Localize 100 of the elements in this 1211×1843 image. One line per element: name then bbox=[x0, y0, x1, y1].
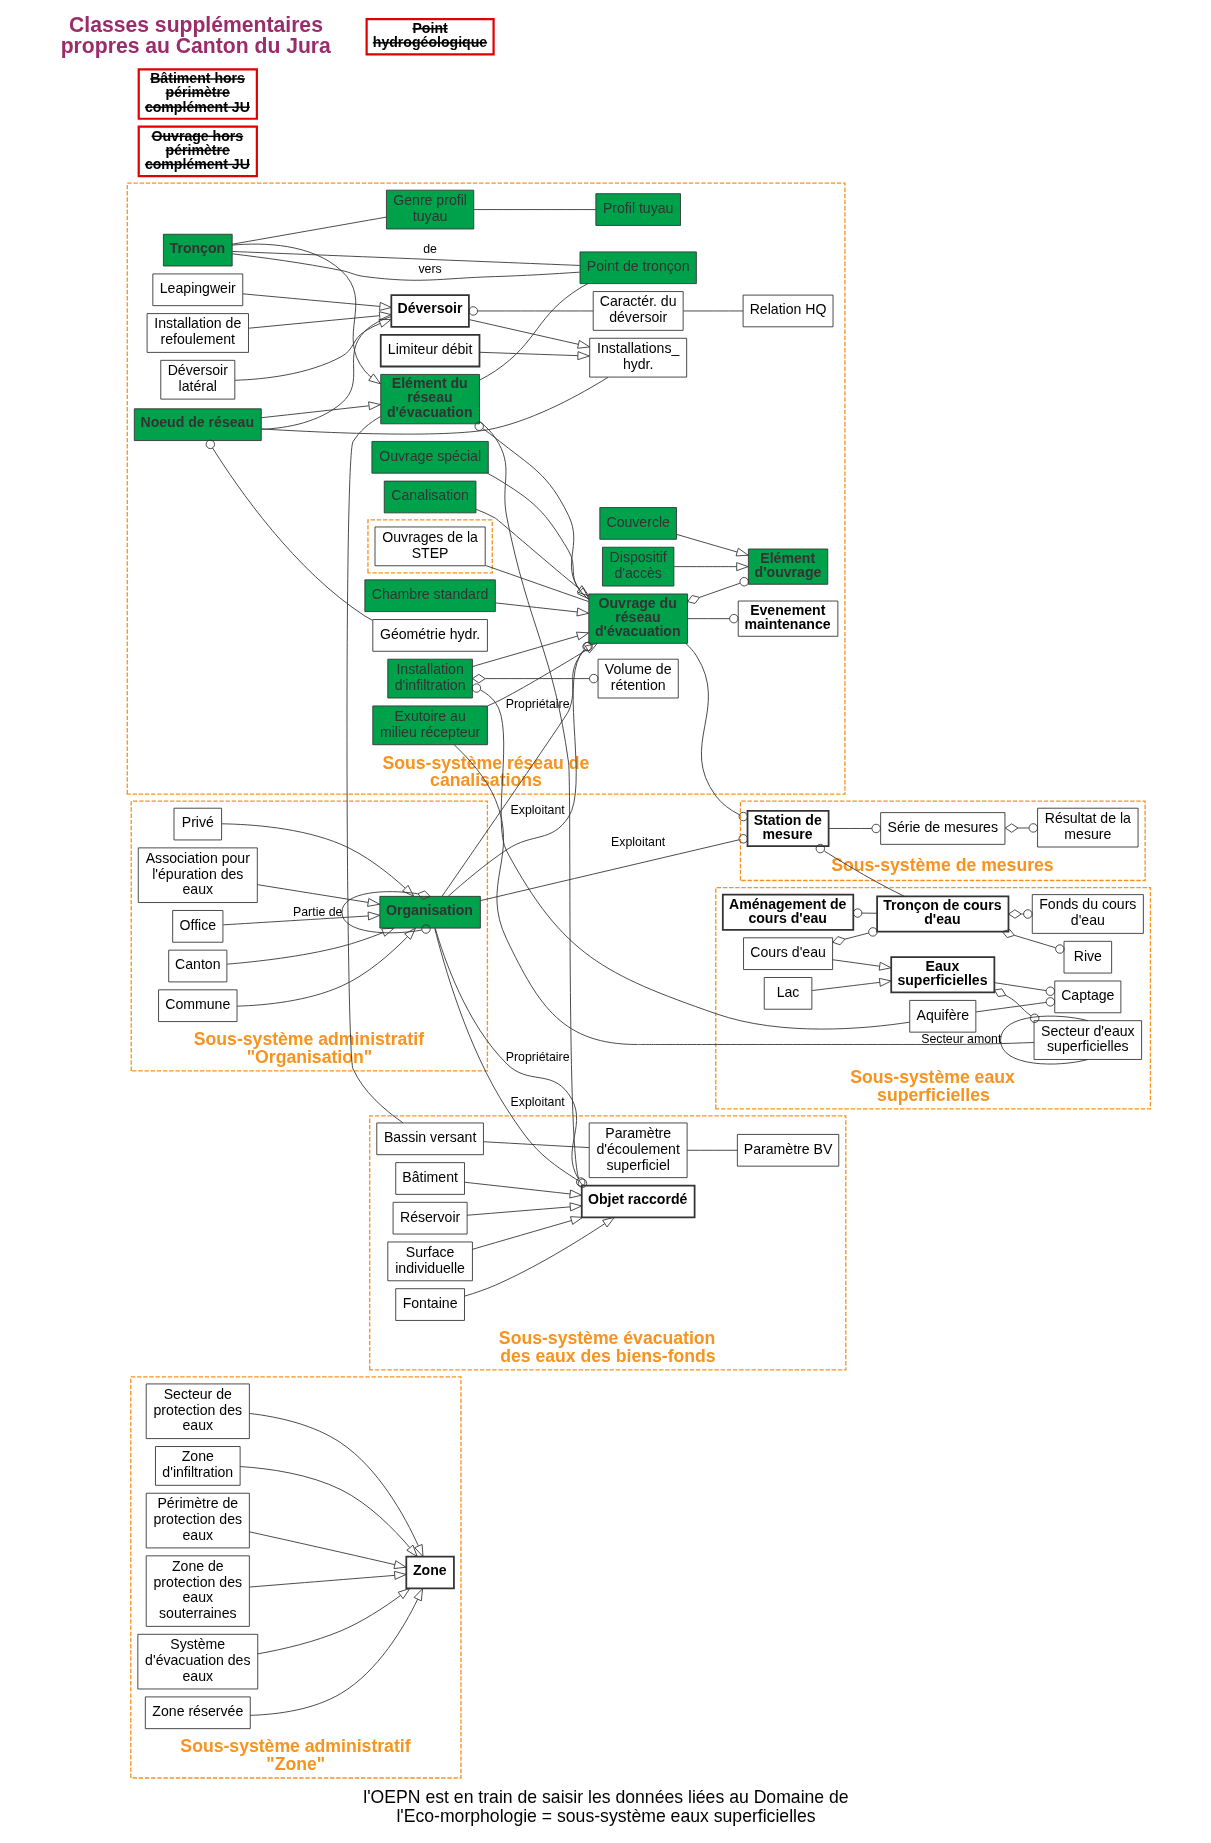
node-box: Secteur de protection des eaux bbox=[145, 1383, 250, 1440]
edge-label: Propriétaire bbox=[505, 1049, 570, 1064]
node-box: Paramètre d'écoulement superficiel bbox=[588, 1122, 688, 1179]
node-box: Zone de protection des eaux souterraines bbox=[145, 1555, 250, 1627]
node-box: Tronçon bbox=[162, 233, 233, 267]
node-box: Chambre standard bbox=[363, 579, 496, 613]
node-box: Résultat de la mesure bbox=[1036, 807, 1138, 848]
node-box: Ouvrages de la STEP bbox=[374, 526, 486, 567]
node-box: Couvercle bbox=[598, 507, 677, 540]
label: Classes supplémentaires propres au Canton du Jura bbox=[60, 12, 331, 57]
connector bbox=[346, 416, 403, 1124]
connector bbox=[484, 565, 589, 602]
arrow bbox=[249, 1588, 423, 1716]
arrow bbox=[248, 1531, 406, 1569]
arrow bbox=[471, 1216, 583, 1250]
edge-label: Propriétaire bbox=[505, 696, 570, 711]
arrow bbox=[260, 401, 381, 419]
arrow bbox=[463, 1181, 582, 1199]
node-box: Limiteur débit bbox=[379, 333, 480, 368]
arrow bbox=[239, 1466, 418, 1557]
arrow bbox=[466, 1202, 582, 1216]
node-box: Cours d'eau bbox=[742, 937, 833, 970]
node-box: Noeud de réseau bbox=[133, 408, 262, 441]
node-box: Point de tronçon bbox=[579, 251, 697, 285]
connector bbox=[1007, 909, 1032, 919]
node-box: Objet raccordé bbox=[580, 1184, 695, 1219]
node-box: Géométrie hydr. bbox=[371, 619, 488, 652]
node-box: Ouvrage spécial bbox=[371, 441, 489, 474]
arrow bbox=[811, 977, 892, 991]
node-box: Volume de rétention bbox=[597, 658, 679, 699]
node-box: Rive bbox=[1063, 940, 1112, 974]
node-box: Canalisation bbox=[383, 480, 476, 514]
node-box: Installations_ hydr. bbox=[588, 337, 687, 378]
edge-label: vers bbox=[417, 262, 442, 277]
connector bbox=[478, 421, 583, 1186]
node-box: Elément du réseau d'évacuation bbox=[379, 374, 480, 425]
connector bbox=[682, 310, 743, 312]
node-box: Elément d'ouvrage bbox=[747, 548, 828, 585]
arrow bbox=[248, 1570, 407, 1588]
arrow bbox=[257, 1588, 410, 1655]
node-box: Canton bbox=[167, 949, 227, 983]
arrow bbox=[247, 311, 391, 329]
edge-label: Partie de bbox=[292, 904, 342, 919]
arrow bbox=[468, 319, 590, 349]
node-box: Ouvrage hors périmètre complément JU bbox=[137, 125, 258, 178]
node-box: Commune bbox=[157, 989, 237, 1022]
connector bbox=[686, 613, 738, 624]
arrow bbox=[463, 1216, 615, 1297]
arrow bbox=[241, 293, 392, 311]
node-box: Captage bbox=[1053, 980, 1121, 1014]
node-box: Fonds du cours d'eau bbox=[1031, 894, 1144, 934]
arrow bbox=[226, 927, 394, 965]
node-box: Point hydrogéologique bbox=[365, 18, 495, 56]
connector bbox=[479, 834, 748, 902]
node-box: Fontaine bbox=[394, 1288, 465, 1321]
node-box: Bassin versant bbox=[375, 1122, 484, 1156]
node-box: Association pour l'épuration des eaux bbox=[137, 847, 258, 903]
node-box: Système d'évacuation des eaux bbox=[136, 1633, 258, 1690]
connector bbox=[260, 316, 392, 430]
node-box: Installation d'infiltration bbox=[386, 658, 473, 699]
arrow bbox=[475, 508, 589, 597]
edge-label: Exploitant bbox=[510, 802, 565, 817]
node-box: Aménagement de cours d'eau bbox=[721, 893, 854, 931]
node-box: Bâtiment hors périmètre complément JU bbox=[137, 68, 258, 120]
connector bbox=[478, 283, 588, 381]
edge-label: de bbox=[422, 241, 437, 256]
arrow bbox=[831, 959, 891, 971]
arrow bbox=[222, 911, 380, 926]
connector bbox=[827, 823, 881, 834]
connector bbox=[684, 643, 748, 822]
arrow bbox=[486, 643, 598, 707]
node-box: Organisation bbox=[378, 895, 481, 929]
node-box: Ouvrage du réseau d'évacuation bbox=[587, 593, 688, 644]
connector bbox=[473, 209, 596, 210]
connector bbox=[1001, 929, 1065, 954]
arrow bbox=[256, 884, 380, 907]
edge-label: Exploitant bbox=[510, 1094, 565, 1109]
arrow bbox=[486, 472, 589, 600]
node-box: Zone bbox=[404, 1555, 455, 1590]
connector bbox=[993, 982, 1055, 996]
connector bbox=[993, 988, 1039, 1023]
connector bbox=[341, 890, 431, 934]
connector bbox=[471, 673, 598, 684]
connector bbox=[686, 1149, 738, 1151]
node-box: Secteur d'eaux superficielles bbox=[1033, 1020, 1142, 1060]
node-box: Série de mesures bbox=[879, 812, 1005, 845]
node-box: Eaux superficielles bbox=[889, 956, 995, 994]
node-box: Office bbox=[171, 910, 223, 943]
node-box: Zone d'infiltration bbox=[154, 1446, 241, 1486]
connector bbox=[231, 216, 387, 245]
node-box: Exutoire au milieu récepteur bbox=[371, 705, 488, 746]
edge-label: Secteur amont bbox=[920, 1032, 1001, 1047]
node-box: Surface individuelle bbox=[386, 1241, 473, 1282]
connector bbox=[468, 306, 593, 316]
node-box: Relation HQ bbox=[742, 294, 833, 328]
cluster bbox=[366, 519, 493, 574]
connector bbox=[1004, 823, 1038, 833]
arrow bbox=[471, 631, 589, 667]
node-box: Périmètre de protection des eaux bbox=[145, 1492, 250, 1549]
node-box: Genre profil tuyau bbox=[385, 189, 474, 230]
